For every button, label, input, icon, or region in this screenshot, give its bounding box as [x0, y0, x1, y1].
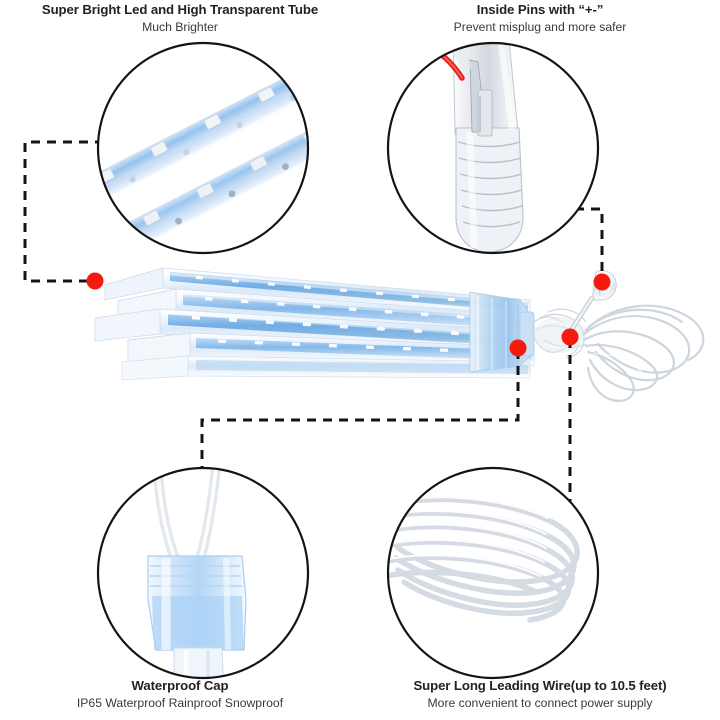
metal-pins: [469, 59, 493, 137]
callout-circle-bottom-left: [96, 466, 310, 680]
threaded-cap: [455, 127, 524, 253]
led-tube: [94, 308, 535, 353]
callout-title-top-right: Inside Pins with “+-”: [476, 2, 604, 17]
callout-circle-top-right: [386, 41, 600, 255]
connector-pin-closeup: [421, 43, 524, 253]
callout-title-top-left: Super Bright Led and High Transparent Tu…: [41, 2, 319, 17]
callout-subtitle-bottom-left: IP65 Waterproof Rainproof Snowproof: [76, 695, 284, 710]
callout-subtitle-top-left: Much Brighter: [142, 19, 218, 34]
marker-waterproof-cap: [509, 339, 527, 357]
led-tube-bundle: [94, 267, 535, 381]
callout-title-bottom-right: Super Long Leading Wire(up to 10.5 feet): [413, 678, 667, 693]
marker-connector-pin: [593, 273, 611, 291]
callout-line-connector-pin: [575, 207, 604, 280]
callout-label-top-right: Inside Pins with “+-” Prevent misplug an…: [360, 2, 720, 34]
callout-line-waterproof-cap: [200, 350, 520, 472]
waterproof-cap-closeup: [147, 468, 247, 678]
callout-subtitle-top-right: Prevent misplug and more safer: [453, 19, 627, 34]
callout-label-bottom-left: Waterproof Cap IP65 Waterproof Rainproof…: [0, 678, 360, 710]
callout-circle-bottom-right: [386, 466, 600, 680]
leading-wire-loops: [582, 304, 705, 402]
marker-leading-wire: [561, 328, 579, 346]
marker-led-tube: [86, 272, 104, 290]
callout-label-bottom-right: Super Long Leading Wire(up to 10.5 feet)…: [360, 678, 720, 710]
leading-wire-highlights: [589, 317, 675, 375]
callout-subtitle-bottom-right: More convenient to connect power supply: [427, 695, 653, 710]
position-markers: [86, 272, 611, 357]
led-tube: [121, 355, 531, 381]
callout-label-top-left: Super Bright Led and High Transparent Tu…: [0, 2, 360, 34]
callout-circle-top-left: [96, 41, 310, 255]
coiled-wire-closeup: [388, 496, 580, 623]
callout-title-bottom-left: Waterproof Cap: [131, 678, 229, 693]
